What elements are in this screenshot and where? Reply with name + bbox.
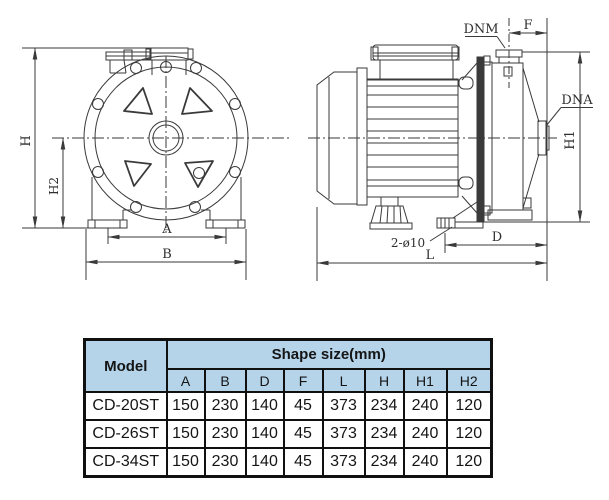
model-name: CD-34ST [83,447,168,478]
dim-label-h2: H2 [47,177,61,195]
front-view-dimensions [22,47,247,280]
label-dnm-port: DNM [463,22,498,37]
value-h2: 120 [445,391,493,421]
value-h1: 240 [402,391,448,421]
label-dna-port: DNA [561,93,593,108]
pump-flange-outer-circle [83,55,249,221]
col-header-f: F [282,368,324,393]
value-b: 230 [203,419,247,449]
value-b: 230 [203,447,247,478]
value-h2: 120 [445,447,493,478]
dim-label-h: H [19,135,34,146]
value-f: 45 [282,391,324,421]
value-a: 150 [165,447,206,478]
model-name: CD-26ST [83,419,168,449]
col-header-a: A [165,368,206,393]
pump-base [436,201,484,229]
value-a: 150 [165,419,206,449]
col-header-l: L [321,368,366,393]
col-header-h: H [363,368,405,393]
dim-label-l: L [426,248,435,263]
dim-label-b: B [162,247,172,262]
value-a: 150 [165,391,206,421]
value-h1: 240 [402,419,448,449]
col-header-b: B [203,368,247,393]
col-header-d: D [244,368,285,393]
value-l: 373 [321,419,366,449]
fan-cover [316,67,368,206]
casing-cutouts [123,87,214,188]
value-h: 234 [363,391,405,421]
table-row: CD-26ST 150 230 140 45 373 234 240 120 [83,419,493,449]
dimension-table-container: Model Shape size(mm) A B D F L H H1 H2 C… [83,338,493,478]
value-b: 230 [203,391,247,421]
value-f: 45 [282,419,324,449]
pump-dimension-drawing: H H2 A B [19,18,593,281]
table-row: CD-34ST 150 230 140 45 373 234 240 120 [83,447,493,478]
model-name: CD-20ST [83,391,168,421]
side-view-dimensions [316,18,593,281]
value-d: 140 [244,391,285,421]
dim-label-f: F [523,18,532,33]
table-subheader-row: A B D F L H H1 H2 [85,368,493,393]
value-d: 140 [244,447,285,478]
table-header-shape-size: Shape size(mm) [165,338,493,370]
motor-body [366,62,478,214]
value-l: 373 [321,391,366,421]
value-h2: 120 [445,419,493,449]
value-l: 373 [321,447,366,478]
value-h1: 240 [402,447,448,478]
dim-label-a: A [161,222,172,237]
pump-casing [476,49,550,223]
dim-label-d: D [492,230,502,245]
shaft-hole-circle [152,124,180,152]
motor-foot [369,196,413,230]
terminal-box-front [22,47,194,75]
dimension-table: Model Shape size(mm) A B D F L H H1 H2 C… [83,338,493,478]
front-view: H H2 A B [19,47,292,280]
terminal-box-side [370,44,460,80]
table-header-model: Model [83,338,168,393]
dim-label-h1: H1 [563,130,578,150]
mounting-feet-front [87,177,246,229]
side-view: DNM F DNA H1 D L 2-ø10 [308,18,593,281]
value-h: 234 [363,419,405,449]
value-d: 140 [244,419,285,449]
shaft-boss-circle [148,120,184,156]
col-header-h1: H1 [402,368,448,393]
value-f: 45 [282,447,324,478]
label-mounting-holes: 2-ø10 [391,236,425,250]
flange-bolt-holes [92,61,241,213]
col-header-h2: H2 [445,368,493,393]
pump-flange-inner-circle [94,66,238,210]
value-h: 234 [363,447,405,478]
table-row: CD-20ST 150 230 140 45 373 234 240 120 [83,391,493,421]
